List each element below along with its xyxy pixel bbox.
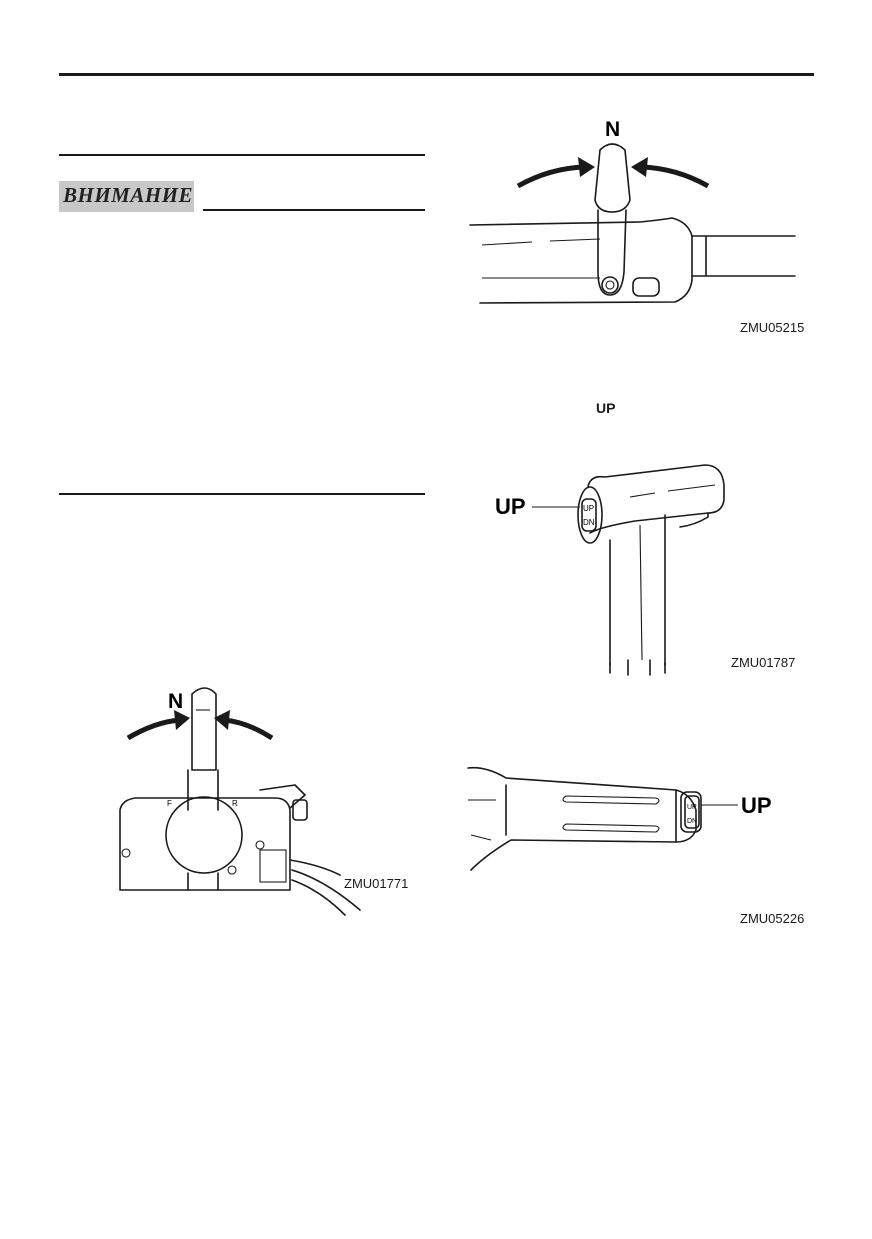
tiller-up-callout: UP — [741, 793, 772, 818]
tiller-grip — [505, 784, 677, 843]
remote-lever — [191, 687, 217, 771]
housing-slot — [632, 277, 660, 297]
t-handle-stem — [609, 512, 709, 666]
figure-bottom-code: ZMU05226 — [740, 911, 805, 926]
tiller-switch — [684, 795, 700, 829]
remote-hub — [165, 796, 243, 874]
tiller-lines — [468, 799, 496, 841]
tiller-grip-slot1 — [562, 795, 660, 805]
remote-box-top — [259, 784, 306, 809]
housing-outline — [469, 217, 693, 304]
tiller-switch-dn-text: DN — [687, 818, 697, 825]
left-arrow-right-head — [214, 710, 230, 730]
figure-left-code: ZMU01771 — [344, 876, 409, 891]
arrow-left-head — [578, 157, 595, 177]
header-rule — [59, 73, 814, 76]
arrow-left — [516, 164, 586, 189]
t-handle-base — [609, 659, 666, 676]
trim-switch-housing — [577, 486, 603, 544]
remote-lever-base — [187, 872, 219, 891]
remote-cables — [289, 859, 361, 916]
lever-grip — [594, 143, 631, 213]
warning-box — [59, 181, 194, 212]
figure-tiller: UP DN UP — [467, 766, 772, 871]
screw-3 — [227, 865, 237, 875]
left-arrow-left-head — [174, 710, 190, 730]
shaft — [691, 235, 796, 277]
t-handle-top — [587, 464, 725, 534]
housing-inner — [481, 238, 601, 279]
warning-title: ВНИМАНИЕ — [63, 183, 194, 207]
pivot-inner — [605, 280, 615, 290]
lever-arm — [597, 209, 627, 296]
figure-top-n-label: N — [605, 118, 620, 141]
arrow-right — [640, 164, 710, 189]
t-handle-stem-line — [639, 524, 643, 661]
section-rule-top — [59, 154, 425, 156]
remote-box — [119, 797, 291, 891]
switch-dn-text: DN — [583, 518, 595, 527]
warning-rule — [203, 209, 425, 211]
figure-lever-top: N — [469, 118, 796, 304]
arrow-right-head — [631, 157, 648, 177]
tiller-body — [467, 766, 697, 871]
remote-lever-arm — [187, 769, 219, 811]
screw-2 — [255, 840, 265, 850]
left-arrow-right — [223, 717, 274, 741]
remote-label-plate — [259, 849, 287, 883]
section-rule-bottom — [59, 493, 425, 495]
figure-mid-code: ZMU01787 — [731, 655, 796, 670]
pivot — [601, 276, 619, 294]
tiller-switch-up-text: UP — [687, 804, 697, 811]
trim-switch — [581, 498, 597, 532]
t-handle-up-callout: UP — [495, 494, 526, 519]
up-text-label: UP — [596, 400, 616, 416]
figure-left-n-label: N — [168, 690, 183, 713]
figure-remote-box: N F R — [119, 687, 361, 916]
tiller-grip-slot2 — [562, 823, 660, 833]
mark-r: R — [232, 799, 238, 808]
tiller-switch-housing — [680, 791, 702, 833]
switch-up-text: UP — [583, 504, 594, 513]
screw-1 — [121, 848, 131, 858]
t-handle-highlight — [629, 484, 716, 498]
figure-top-code: ZMU05215 — [740, 320, 805, 335]
left-arrow-left — [126, 717, 181, 741]
figure-t-handle: UP UP DN — [495, 464, 725, 676]
mark-f: F — [167, 799, 172, 808]
remote-side-knob — [292, 799, 308, 821]
